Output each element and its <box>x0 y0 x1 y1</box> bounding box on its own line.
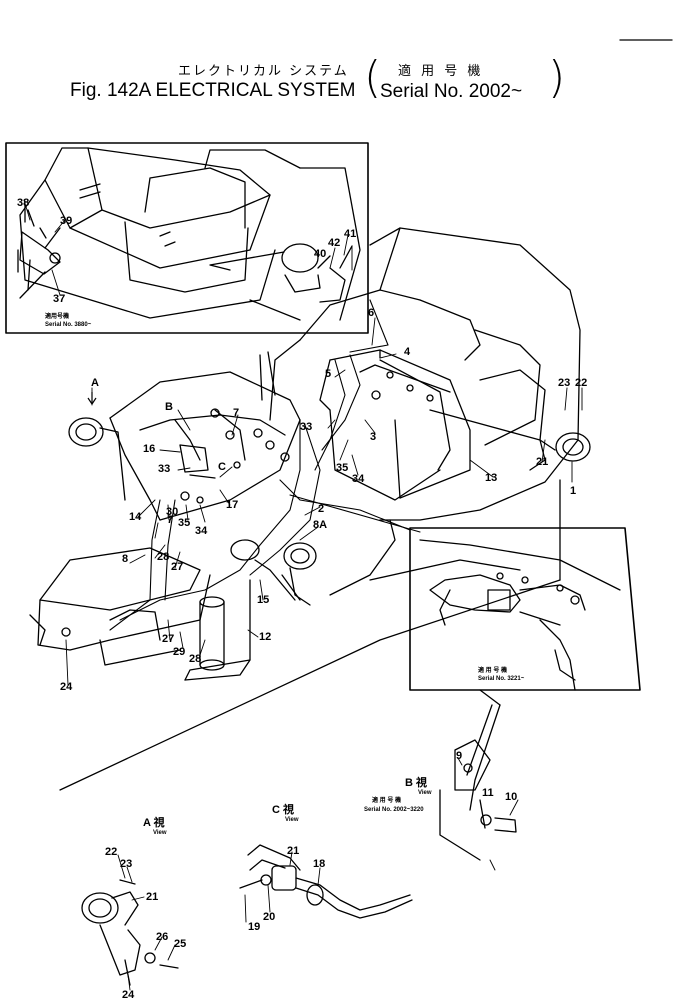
callout-22: 22 <box>575 377 587 389</box>
callout-42: 42 <box>328 237 340 249</box>
callout-29: 29 <box>173 646 185 658</box>
main-cab-right <box>259 227 581 521</box>
inset-top-left-note: Serial No. 3880~ <box>45 322 92 328</box>
main-battery-box <box>319 349 471 499</box>
applicable-serial-range: Serial No. 2002~ <box>380 81 523 102</box>
callout-14: 14 <box>129 511 142 523</box>
inset-frame-right <box>409 527 641 691</box>
a-view-detail <box>81 879 179 986</box>
callout-17: 17 <box>226 499 238 511</box>
callout-23b: 23 <box>120 858 132 870</box>
callout-22b: 22 <box>105 846 117 858</box>
arrow-a-letter: A <box>91 377 99 389</box>
callout-11: 11 <box>482 787 494 799</box>
callout-7: 7 <box>233 407 239 419</box>
callout-3: 3 <box>370 431 376 443</box>
callout-1: 1 <box>570 485 576 497</box>
callout-25: 25 <box>174 938 186 950</box>
c-view-label: C 視 <box>272 802 294 816</box>
c-view-detail <box>239 844 413 919</box>
arrow-c-letter: C <box>218 461 226 473</box>
callout-19: 19 <box>248 921 260 933</box>
arrow-a-icon <box>87 392 97 406</box>
callout-40: 40 <box>314 248 326 260</box>
callout-8a: 8A <box>313 519 327 531</box>
close-parenthesis: ) <box>548 52 566 103</box>
callout-27b: 27 <box>162 633 174 645</box>
callout-15: 15 <box>257 594 269 606</box>
callout-35: 35 <box>336 462 348 474</box>
applicable-serial-label-jp: 適 用 号 機 <box>398 64 484 79</box>
b-view-label: B 視 <box>405 775 427 789</box>
callout-numbers: 1 2 3 4 5 6 7 7 8 8A 9 10 11 12 13 14 15… <box>17 197 587 999</box>
a-view-label-en: View <box>153 830 167 836</box>
callout-34b: 34 <box>195 525 208 537</box>
center-motor <box>230 539 301 601</box>
callout-12: 12 <box>259 631 271 643</box>
callout-20: 20 <box>263 911 275 923</box>
leader-lines <box>23 199 583 991</box>
b-view-detail <box>439 704 517 861</box>
lamp-center <box>283 542 317 606</box>
callout-5: 5 <box>325 368 331 380</box>
callout-2: 2 <box>318 503 324 515</box>
callout-21: 21 <box>287 845 299 857</box>
front-panel <box>109 371 301 521</box>
callout-26: 26 <box>156 931 168 943</box>
inset-frame-top-left <box>5 142 369 334</box>
callout-28: 28 <box>157 551 169 563</box>
c-view-label-en: View <box>285 817 299 823</box>
callout-41: 41 <box>344 228 356 240</box>
callout-21c: 21 <box>146 891 158 903</box>
lamp-right-1 <box>429 409 591 471</box>
callout-33: 33 <box>300 421 312 433</box>
callout-13: 13 <box>485 472 497 484</box>
callout-16: 16 <box>143 443 155 455</box>
title-japanese: エレクトリカル システム <box>178 64 349 79</box>
callout-9: 9 <box>456 750 462 762</box>
battery-cylinder <box>184 579 251 681</box>
callout-23: 23 <box>558 377 570 389</box>
callout-8: 8 <box>122 553 128 565</box>
inset-right-note: Serial No. 3221~ <box>478 676 525 682</box>
callout-33b: 33 <box>158 463 170 475</box>
b-view-note: Serial No. 2002~3220 <box>364 807 424 813</box>
callout-39: 39 <box>60 215 72 227</box>
callout-21b: 21 <box>536 456 548 468</box>
inset-top-left-note-jp: 適用号機 <box>45 312 69 320</box>
callout-35b: 35 <box>178 517 190 529</box>
inset-top-left-lamp <box>209 243 346 303</box>
inset-right-harness <box>419 539 621 691</box>
a-view-label: A 視 <box>143 815 165 829</box>
callout-24b: 24 <box>122 989 135 999</box>
floor-line <box>59 579 561 791</box>
inset-right-note-jp: 適 用 号 機 <box>478 666 507 674</box>
callout-37: 37 <box>53 293 65 305</box>
callout-4: 4 <box>404 346 411 358</box>
inset-top-left-console <box>19 147 361 321</box>
callout-38: 38 <box>17 197 29 209</box>
callout-34: 34 <box>352 473 365 485</box>
callout-30: 30 <box>166 506 178 518</box>
inset-top-left-switch <box>17 209 61 291</box>
b-view-label-en: View <box>418 790 432 796</box>
floor-edge <box>329 519 396 596</box>
b-view-note-jp: 適 用 号 機 <box>372 796 401 804</box>
arrow-b-letter: B <box>165 401 173 413</box>
callout-24: 24 <box>60 681 73 693</box>
figure-title: Fig. 142A ELECTRICAL SYSTEM <box>70 80 356 101</box>
callout-6: 6 <box>368 307 374 319</box>
lamp-left-A <box>68 417 126 501</box>
callout-27: 27 <box>171 561 183 573</box>
wire-harness <box>109 299 421 631</box>
open-parenthesis: ( <box>364 52 382 103</box>
callout-7b: 7 <box>167 514 173 526</box>
callout-28b: 28 <box>189 653 201 665</box>
callout-10: 10 <box>505 791 517 803</box>
callout-18: 18 <box>313 858 325 870</box>
